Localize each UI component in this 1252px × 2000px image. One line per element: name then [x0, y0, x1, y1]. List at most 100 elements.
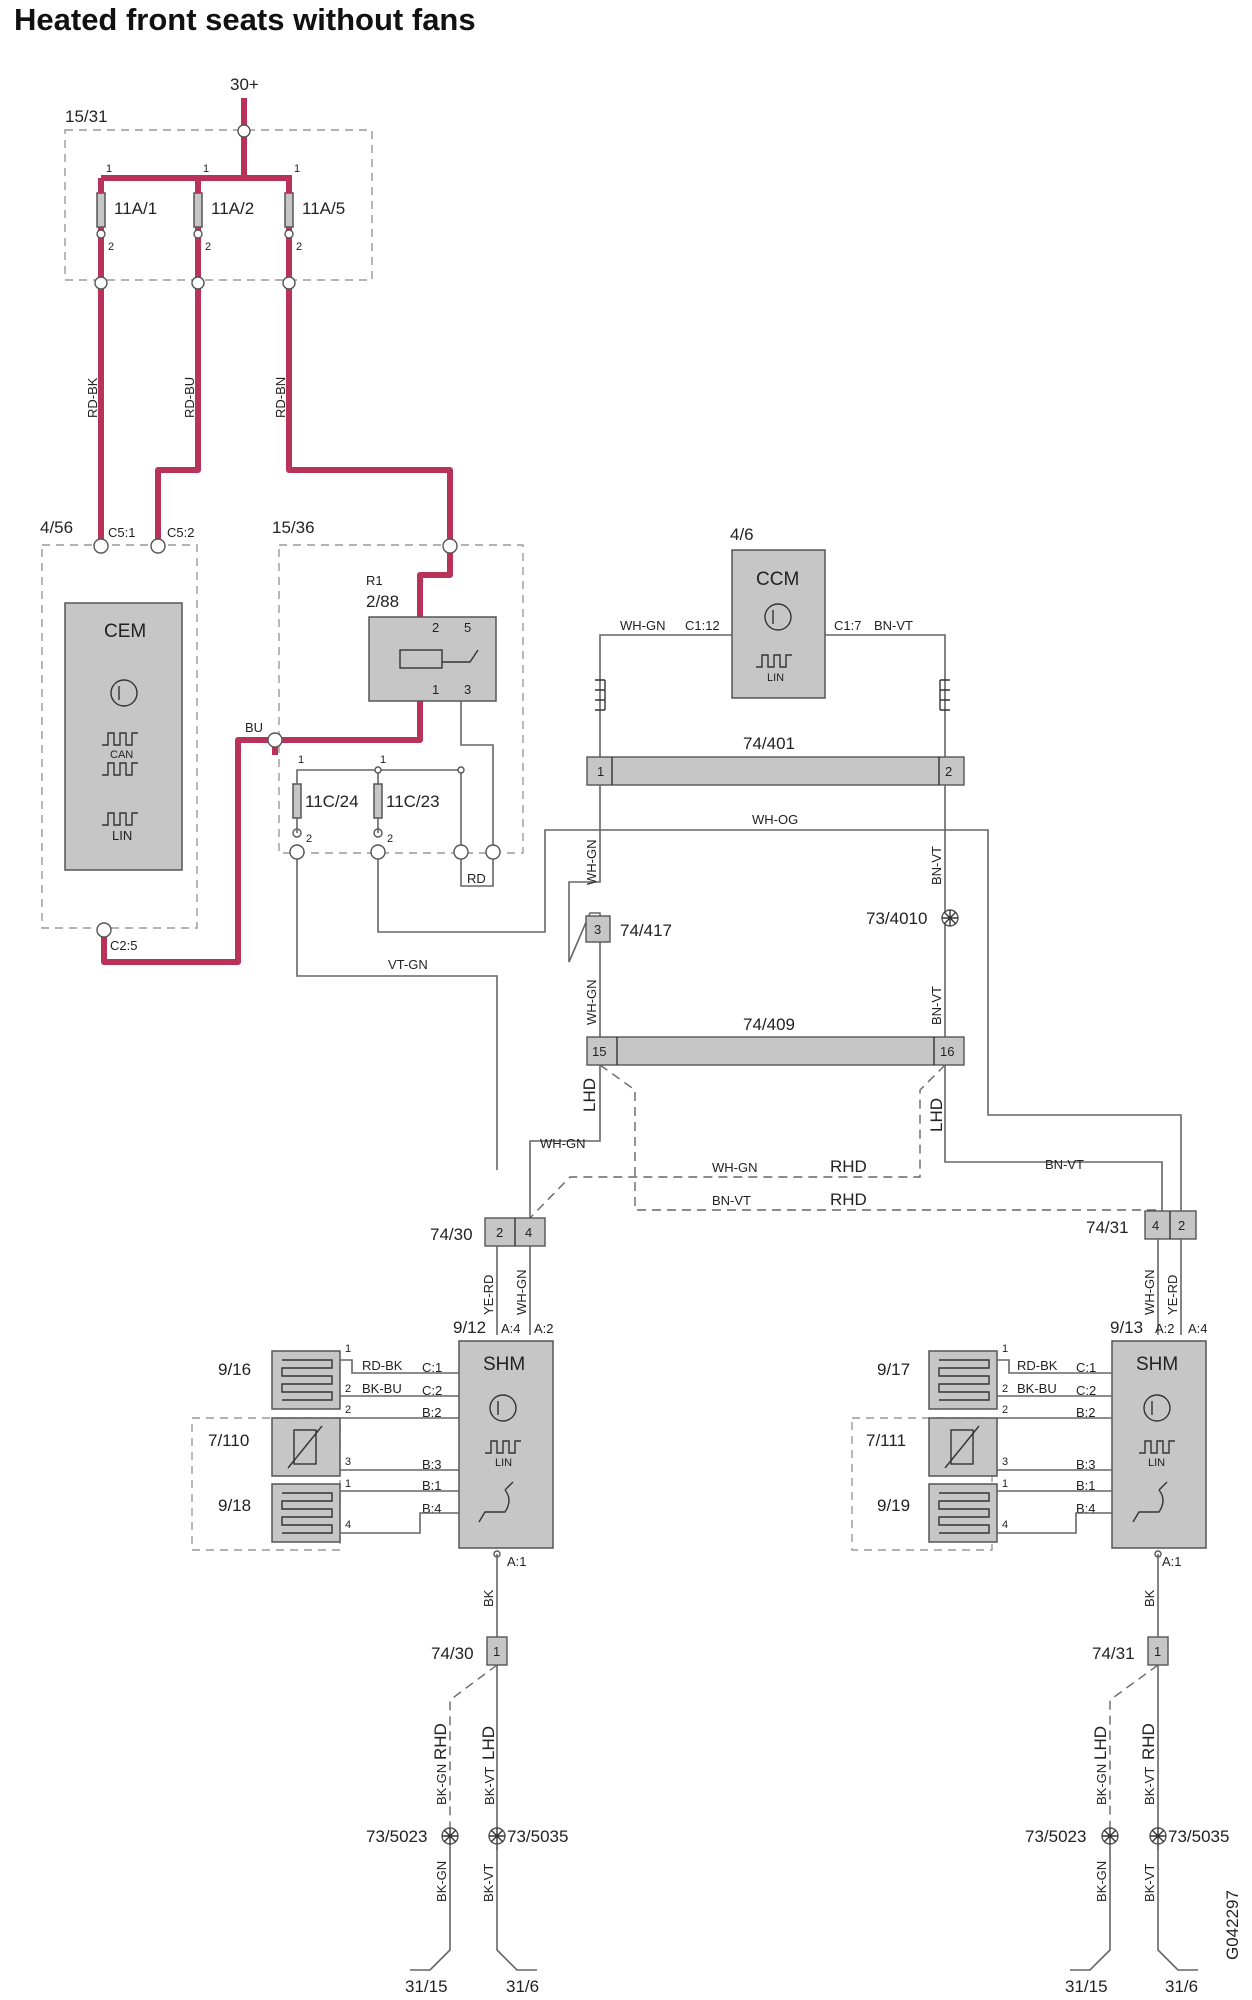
- svg-text:7/110: 7/110: [208, 1431, 249, 1450]
- svg-text:BU: BU: [245, 720, 263, 735]
- svg-text:73/5035: 73/5035: [1168, 1827, 1229, 1846]
- svg-text:2: 2: [1002, 1383, 1008, 1395]
- svg-text:15: 15: [592, 1044, 606, 1059]
- svg-text:74/31: 74/31: [1086, 1218, 1129, 1237]
- svg-text:3: 3: [345, 1456, 351, 1468]
- temperature-sensor-7-110: [271, 1417, 341, 1477]
- fuse-11a-1: [96, 192, 106, 228]
- svg-text:1: 1: [345, 1478, 351, 1490]
- power-wire-labels: RD-BK RD-BU RD-BN BU: [85, 377, 288, 735]
- svg-text:1: 1: [1154, 1644, 1161, 1659]
- svg-text:CEM: CEM: [104, 621, 146, 642]
- svg-text:WH-GN: WH-GN: [712, 1160, 758, 1175]
- svg-text:LIN: LIN: [112, 828, 132, 843]
- svg-text:1: 1: [597, 764, 604, 779]
- fuse-11c-24: [292, 783, 302, 819]
- svg-text:4: 4: [1152, 1218, 1159, 1233]
- svg-text:2: 2: [205, 241, 211, 253]
- svg-text:C:2: C:2: [1076, 1383, 1096, 1398]
- svg-text:B:3: B:3: [422, 1457, 442, 1472]
- svg-text:C2:5: C2:5: [110, 938, 137, 953]
- svg-text:WH-OG: WH-OG: [752, 812, 798, 827]
- svg-text:C5:2: C5:2: [167, 525, 194, 540]
- svg-text:B:1: B:1: [422, 1478, 442, 1493]
- svg-text:3: 3: [1002, 1456, 1008, 1468]
- svg-text:BN-VT: BN-VT: [874, 618, 913, 633]
- svg-text:A:1: A:1: [1162, 1554, 1182, 1569]
- svg-text:2: 2: [345, 1404, 351, 1416]
- svg-text:RD-BU: RD-BU: [182, 377, 197, 418]
- svg-text:LHD: LHD: [1091, 1726, 1110, 1760]
- relay-r1: [368, 616, 497, 702]
- svg-text:3: 3: [594, 922, 601, 937]
- svg-text:2: 2: [345, 1383, 351, 1395]
- svg-text:WH-GN: WH-GN: [514, 1270, 529, 1316]
- transistor-icon: [110, 679, 138, 707]
- svg-text:WH-GN: WH-GN: [1142, 1270, 1157, 1316]
- svg-text:74/30: 74/30: [431, 1644, 474, 1663]
- svg-text:1: 1: [203, 163, 209, 175]
- svg-text:31/6: 31/6: [1165, 1977, 1198, 1996]
- page-title: Heated front seats without fans: [14, 2, 476, 37]
- ground-left: BK 1 74/30 RHD LHD BK-GN BK-VT 73/5023 7…: [366, 1554, 568, 1996]
- svg-text:C1:12: C1:12: [685, 618, 720, 633]
- svg-text:4: 4: [345, 1519, 351, 1531]
- svg-text:VT-GN: VT-GN: [388, 957, 428, 972]
- shm-left: YE-RD WH-GN 9/12 A:4 A:2 SHM LIN C:1 C:2…: [422, 1246, 554, 1569]
- fuse-11a-5: [284, 192, 294, 228]
- svg-text:11C/24: 11C/24: [305, 792, 359, 811]
- svg-text:WH-GN: WH-GN: [584, 980, 599, 1026]
- svg-text:YE-RD: YE-RD: [1165, 1275, 1180, 1315]
- svg-text:RD-BK: RD-BK: [1017, 1358, 1058, 1373]
- svg-text:9/19: 9/19: [877, 1496, 910, 1515]
- svg-text:9/16: 9/16: [218, 1360, 251, 1379]
- svg-text:RD: RD: [467, 871, 486, 886]
- svg-text:CCM: CCM: [756, 569, 799, 590]
- svg-text:BK-GN: BK-GN: [1094, 1764, 1109, 1805]
- svg-text:YE-RD: YE-RD: [481, 1275, 496, 1315]
- svg-text:1: 1: [380, 754, 386, 766]
- svg-text:BK-VT: BK-VT: [1142, 1864, 1157, 1902]
- svg-text:1: 1: [294, 163, 300, 175]
- svg-text:BN-VT: BN-VT: [929, 846, 944, 885]
- svg-text:C:2: C:2: [422, 1383, 442, 1398]
- svg-text:BK-GN: BK-GN: [434, 1764, 449, 1805]
- svg-text:LIN: LIN: [495, 1457, 512, 1469]
- fuse-label: 11A/5: [302, 199, 345, 218]
- svg-text:4/56: 4/56: [40, 518, 73, 537]
- svg-text:16: 16: [940, 1044, 954, 1059]
- svg-text:74/401: 74/401: [743, 734, 795, 753]
- svg-text:BN-VT: BN-VT: [1045, 1157, 1084, 1172]
- svg-text:SHM: SHM: [483, 1354, 525, 1375]
- svg-text:11C/23: 11C/23: [386, 792, 440, 811]
- lin-signal-icon: [485, 1440, 521, 1454]
- svg-text:LHD: LHD: [927, 1098, 946, 1132]
- shm-left-elements: 9/16 7/110 9/18 RD-BK BK-BU 12 23 14: [191, 1343, 459, 1551]
- svg-text:2: 2: [496, 1225, 503, 1240]
- svg-text:BK-GN: BK-GN: [434, 1861, 449, 1902]
- seat-icon: [1132, 1481, 1168, 1523]
- svg-text:RD-BK: RD-BK: [362, 1358, 403, 1373]
- svg-text:C:1: C:1: [422, 1360, 442, 1375]
- power-label: 30+: [230, 75, 259, 94]
- svg-text:LHD: LHD: [580, 1078, 599, 1112]
- svg-text:1: 1: [493, 1644, 500, 1659]
- svg-text:C:1: C:1: [1076, 1360, 1096, 1375]
- can-signal-icon: [102, 732, 138, 746]
- power-junctions: [94, 124, 296, 290]
- lin-signal-icon: [756, 654, 792, 668]
- svg-text:74/417: 74/417: [620, 921, 672, 940]
- svg-text:BK-VT: BK-VT: [482, 1767, 497, 1805]
- reference-code: G042297: [1223, 1890, 1242, 1960]
- svg-text:A:2: A:2: [534, 1321, 554, 1336]
- seat-icon: [478, 1481, 514, 1523]
- svg-text:9/13: 9/13: [1110, 1318, 1143, 1337]
- svg-text:7/111: 7/111: [866, 1431, 906, 1450]
- svg-text:CAN: CAN: [110, 749, 133, 761]
- svg-text:2: 2: [1002, 1404, 1008, 1416]
- svg-text:2: 2: [296, 241, 302, 253]
- svg-text:C5:1: C5:1: [108, 525, 135, 540]
